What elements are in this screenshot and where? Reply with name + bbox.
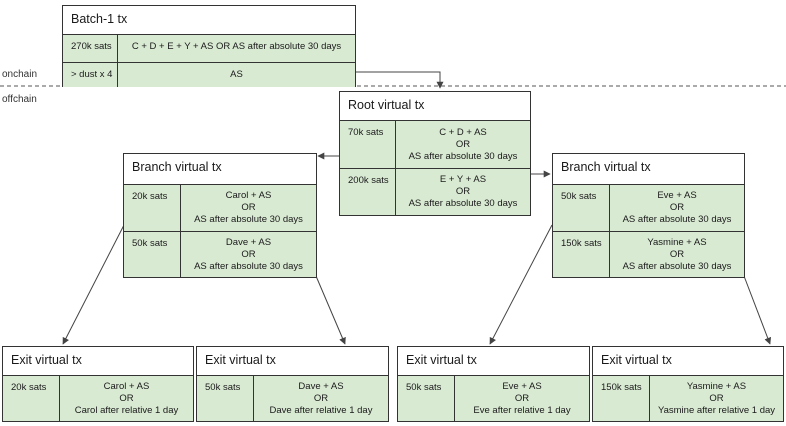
batch-tx-title: Batch-1 tx (71, 12, 128, 26)
condition-line: OR (514, 392, 530, 404)
condition-line: Eve after relative 1 day (473, 404, 571, 416)
output-condition: Dave + AS OR AS after absolute 30 days (181, 232, 316, 277)
onchain-label: onchain (2, 69, 38, 80)
condition-line: OR (455, 138, 471, 150)
exit-virtual-tx-box-carol: Exit virtual tx 20k sats Carol + AS OR C… (2, 346, 194, 422)
root-output-row: 70k sats C + D + AS OR AS after absolute… (340, 120, 530, 168)
condition-line: Yasmine after relative 1 day (657, 404, 776, 416)
branch-virtual-tx-title: Branch virtual tx (561, 160, 651, 174)
exit-output-row: 50k sats Eve + AS OR Eve after relative … (398, 375, 589, 421)
edge-branch-left-to-exit-carol (62, 224, 125, 345)
edge-branch-right-to-exit-eve (489, 224, 553, 345)
output-condition: Yasmine + AS OR AS after absolute 30 day… (610, 232, 744, 277)
condition-line: Carol + AS (103, 380, 150, 392)
condition-line: C + D + AS (439, 126, 487, 138)
output-condition: Dave + AS OR Dave after relative 1 day (254, 376, 388, 421)
exit-virtual-tx-box-dave: Exit virtual tx 50k sats Dave + AS OR Da… (196, 346, 389, 422)
output-amount: 200k sats (340, 169, 396, 215)
condition-line: OR (709, 392, 724, 404)
condition-line: Dave + AS (225, 236, 272, 248)
condition-line: OR (455, 186, 471, 197)
branch-virtual-tx-title: Branch virtual tx (132, 160, 222, 174)
condition-line: OR (241, 248, 256, 260)
condition-line: Carol + AS (225, 190, 272, 201)
exit-virtual-tx-title: Exit virtual tx (205, 353, 276, 367)
output-condition: Eve + AS OR AS after absolute 30 days (610, 185, 744, 231)
condition-line: Yasmine + AS (686, 380, 747, 392)
output-amount: 50k sats (398, 376, 455, 421)
edge-branch-right-to-exit-yasmine (743, 275, 772, 345)
condition-line: AS after absolute 30 days (408, 150, 518, 162)
output-condition: Eve + AS OR Eve after relative 1 day (455, 376, 589, 421)
branch-output-row: 150k sats Yasmine + AS OR AS after absol… (553, 231, 744, 277)
output-amount: 70k sats (340, 121, 396, 168)
output-amount: 20k sats (124, 185, 181, 231)
exit-virtual-tx-box-eve: Exit virtual tx 50k sats Eve + AS OR Eve… (397, 346, 590, 422)
edge-branch-left-to-exit-dave (315, 275, 346, 345)
output-amount: 150k sats (553, 232, 610, 277)
condition-line: OR (119, 392, 134, 404)
output-condition: E + Y + AS OR AS after absolute 30 days (396, 169, 530, 215)
exit-output-row: 150k sats Yasmine + AS OR Yasmine after … (593, 375, 783, 421)
branch-virtual-tx-box-right: Branch virtual tx 50k sats Eve + AS OR A… (552, 153, 745, 278)
output-condition: Carol + AS OR Carol after relative 1 day (60, 376, 193, 421)
branch-output-row: 50k sats Dave + AS OR AS after absolute … (124, 231, 316, 277)
condition-line: AS after absolute 30 days (194, 260, 303, 272)
output-condition: C + D + E + Y + AS OR AS after absolute … (118, 35, 355, 62)
condition-line: AS after absolute 30 days (408, 198, 518, 209)
branch-virtual-tx-box-left: Branch virtual tx 20k sats Carol + AS OR… (123, 153, 317, 278)
root-virtual-tx-title: Root virtual tx (348, 98, 425, 112)
condition-line: OR (241, 202, 256, 213)
condition-line: AS after absolute 30 days (622, 214, 732, 225)
output-amount: > dust x 4 (63, 63, 118, 87)
condition-line: OR (669, 202, 685, 213)
condition-line: AS after absolute 30 days (622, 260, 732, 272)
output-condition: Yasmine + AS OR Yasmine after relative 1… (650, 376, 783, 421)
output-amount: 270k sats (63, 35, 118, 62)
batch-output-row: 270k sats C + D + E + Y + AS OR AS after… (63, 34, 355, 62)
output-condition: AS (118, 63, 355, 87)
condition-line: AS after absolute 30 days (194, 214, 303, 225)
output-amount: 50k sats (197, 376, 254, 421)
exit-output-row: 20k sats Carol + AS OR Carol after relat… (3, 375, 193, 421)
condition-line: Eve + AS (502, 380, 542, 392)
branch-output-row: 20k sats Carol + AS OR AS after absolute… (124, 184, 316, 231)
root-output-row: 200k sats E + Y + AS OR AS after absolut… (340, 168, 530, 215)
batch-tx-box: Batch-1 tx 270k sats C + D + E + Y + AS … (62, 5, 356, 87)
condition-line: Dave after relative 1 day (269, 404, 373, 416)
condition-line: C + D + E + Y + AS OR AS after absolute … (131, 41, 342, 52)
condition-line: OR (669, 248, 685, 260)
batch-output-row: > dust x 4 AS (63, 62, 355, 87)
edge-batch-to-root (356, 71, 444, 89)
output-condition: Carol + AS OR AS after absolute 30 days (181, 185, 316, 231)
exit-virtual-tx-title: Exit virtual tx (601, 353, 672, 367)
exit-virtual-tx-title: Exit virtual tx (406, 353, 477, 367)
condition-line: AS (230, 69, 243, 80)
condition-line: Carol after relative 1 day (74, 404, 179, 416)
exit-virtual-tx-title: Exit virtual tx (11, 353, 82, 367)
condition-line: Dave + AS (298, 380, 344, 392)
condition-line: Eve + AS (657, 190, 697, 201)
exit-virtual-tx-box-yasmine: Exit virtual tx 150k sats Yasmine + AS O… (592, 346, 784, 422)
condition-line: E + Y + AS (439, 174, 487, 185)
output-amount: 150k sats (593, 376, 650, 421)
output-amount: 20k sats (3, 376, 60, 421)
offchain-label: offchain (2, 94, 37, 105)
condition-line: OR (313, 392, 329, 404)
condition-line: Yasmine + AS (647, 236, 707, 248)
output-amount: 50k sats (124, 232, 181, 277)
output-condition: C + D + AS OR AS after absolute 30 days (396, 121, 530, 168)
exit-output-row: 50k sats Dave + AS OR Dave after relativ… (197, 375, 388, 421)
root-virtual-tx-box: Root virtual tx 70k sats C + D + AS OR A… (339, 91, 531, 216)
branch-output-row: 50k sats Eve + AS OR AS after absolute 3… (553, 184, 744, 231)
output-amount: 50k sats (553, 185, 610, 231)
